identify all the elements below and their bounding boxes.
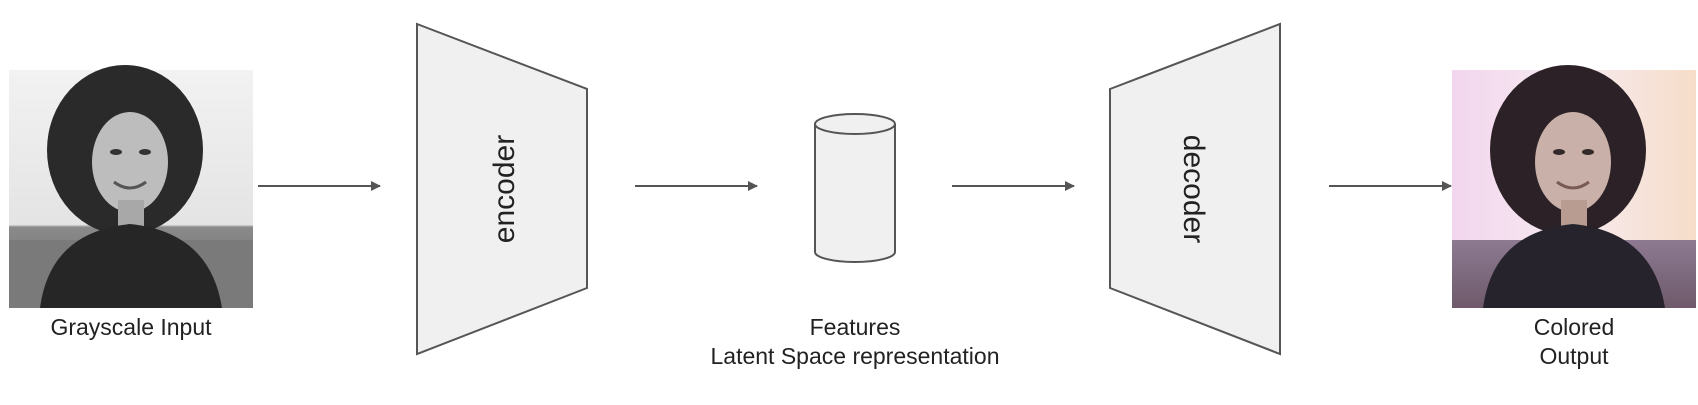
latent-caption: Features Latent Space representation	[655, 313, 1055, 371]
colored-output-image	[1452, 65, 1696, 308]
latent-caption-line2: Latent Space representation	[710, 343, 1000, 369]
colored-output-caption-line1: Colored	[1533, 314, 1615, 340]
latent-caption-line1: Features	[809, 314, 901, 340]
colored-output-caption: Colored Output	[1452, 313, 1696, 371]
encoder-label: encoder	[488, 135, 521, 243]
grayscale-input-image	[9, 65, 253, 308]
latent-cylinder	[814, 113, 896, 263]
grayscale-input-caption: Grayscale Input	[9, 313, 253, 342]
encoder-block	[416, 22, 588, 356]
grayscale-input-caption-text: Grayscale Input	[50, 314, 212, 340]
decoder-block	[1109, 22, 1281, 356]
decoder-label: decoder	[1177, 135, 1210, 243]
colored-output-caption-line2: Output	[1539, 343, 1609, 369]
